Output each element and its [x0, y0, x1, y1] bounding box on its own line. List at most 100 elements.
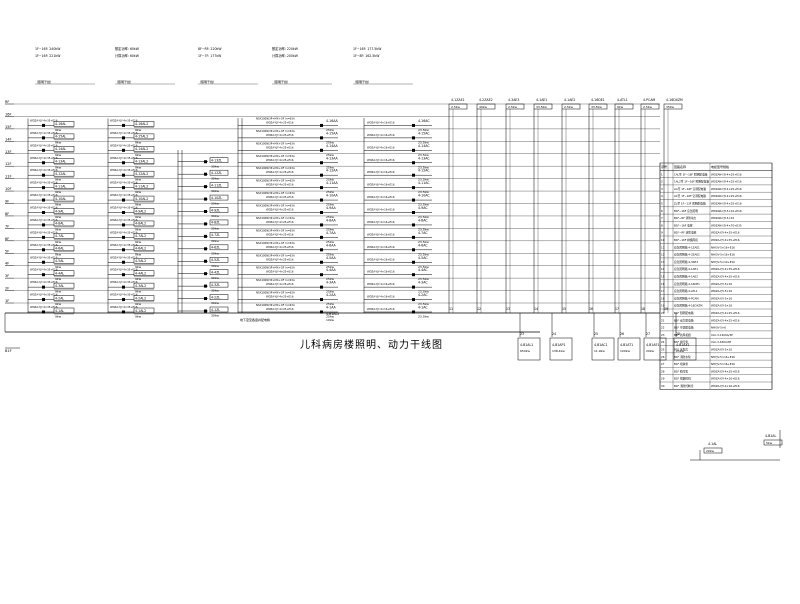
header-note: 1F~16F: 177.5kW — [353, 47, 382, 51]
col1-cable-label: WDZA-YJY-4×35+E16 — [30, 131, 58, 135]
col4-box-label: 4-11AA — [326, 181, 339, 185]
col5-cable-label: WDZA-YJY-4×16+E16 — [367, 133, 395, 137]
col5-cable-label: WDZA-YJY-4×16+E16 — [367, 170, 395, 174]
cable-table-cell: WDZA-YJY-5×16 — [711, 289, 732, 293]
col5-power-label: 23.5kw — [418, 140, 429, 144]
top-value-label: 2.5kw — [451, 105, 461, 109]
col3-breaker — [204, 259, 207, 263]
bottom-number: 23 — [520, 332, 524, 336]
top-box-label: 4-2ZAE2 — [479, 98, 493, 102]
col5-cable-label: WDZA-YJY-4×16+E16 — [367, 208, 395, 212]
col4-box-label: 4-10AA — [326, 194, 339, 198]
col1-cable-label: WDZA-YJY-4×35+E16 — [30, 280, 58, 284]
col5-breaker — [412, 273, 415, 277]
col1-power-label: 9kw — [55, 240, 62, 244]
header-note: 1F~8F: 162.5kW — [353, 54, 380, 58]
cable-table-cell: 14 — [661, 267, 665, 271]
col2-breaker — [122, 273, 125, 277]
cable-table-cell: 3 — [661, 187, 663, 191]
header-tag: （照明干线） — [115, 79, 133, 84]
col3-box — [209, 294, 229, 300]
col3-box — [209, 194, 229, 201]
col2-box — [133, 146, 155, 152]
col3-power-label: 30kw — [211, 189, 220, 193]
col5-breaker — [412, 136, 415, 140]
top-value-label: 2.5kw — [564, 105, 574, 109]
col2-breaker — [122, 298, 125, 302]
cable-table-cell: 13 — [661, 260, 665, 264]
cable-table-header: 序号 — [661, 164, 667, 169]
col2-power-label: 9kw — [135, 277, 142, 281]
cable-table-cell: 1AL2至 1F~16F 照明配电箱 — [674, 180, 709, 184]
top-value-label: 9kw — [617, 105, 624, 109]
col4-cable-label: WDZA-YJY-4×25+E16 — [266, 257, 294, 261]
cable-table-cell: 19 — [661, 304, 665, 308]
floor-label: 14F — [5, 137, 11, 141]
floor-label: 6F — [5, 237, 9, 241]
col2-box-label: 4-13AL2 — [135, 160, 148, 164]
cable-table-cell: WDZA-YJY-4×16+E16 — [711, 384, 740, 388]
col4-breaker — [320, 223, 323, 227]
bottom-panel — [591, 337, 615, 361]
col2-power-label: 9kw — [135, 190, 142, 194]
col4-box-label: 4-5AA — [326, 256, 336, 260]
col5-power-label: 23.5kw — [418, 265, 429, 269]
col3-power-label: 30kw — [211, 214, 220, 218]
cable-table-cell: B1F~RF 消防电梯 — [674, 231, 697, 235]
cable-table-cell: 1AL至 1F~16F 照明配电箱 — [674, 172, 708, 176]
floor-label: 4F — [5, 262, 9, 266]
col4-switch-label: NSX100N/3P+MX+OF In=63A — [256, 253, 295, 257]
col4-breaker — [320, 248, 323, 252]
header-note: 1F~16F: 240kW — [35, 47, 61, 51]
cable-table-cell: XLC-3-1200A/3P — [711, 333, 733, 337]
col1-breaker — [42, 235, 45, 239]
col1-power-label: 9kw — [55, 203, 62, 207]
col3-breaker — [204, 272, 207, 276]
col5-box-label: 4-3AC — [418, 281, 428, 285]
bottom-panel — [549, 337, 573, 361]
cable-table-cell: WDZAN-YJY-5×10 — [711, 216, 734, 220]
col5-breaker — [412, 260, 415, 264]
col4-power-label: 25kw — [326, 165, 335, 169]
cable-table-cell: WDZA-YJY-5×16 — [711, 282, 732, 286]
col5-box-label: 4-7AC — [418, 231, 428, 235]
col5-box-label: 4-12AC — [418, 169, 430, 173]
col4-power-label: 25kw — [326, 265, 335, 269]
col1-breaker — [42, 173, 45, 177]
col1-box-label: 4-13AL — [55, 160, 66, 164]
col4-breaker — [320, 173, 323, 177]
col4-cable-label: WDZA-YJY-4×25+E16 — [266, 270, 294, 274]
col4-switch-label: NSX100N/3P+MX+OF In=63A — [256, 166, 295, 170]
cable-table-header: 电缆型号规格 — [711, 164, 729, 169]
bottom-box-label: 4-B1AL1 — [520, 343, 533, 347]
top-box-label: 4-ATL1 — [617, 98, 628, 102]
col3-power-label: 30kw — [211, 251, 220, 255]
col1-breaker — [42, 248, 45, 252]
col2-power-label: 9kw — [135, 290, 142, 294]
col1-cable-label: WDZA-YJY-4×35+E16 — [30, 218, 58, 222]
col2-breaker — [122, 198, 125, 202]
col2-box-label: 4-9AL2 — [135, 209, 146, 213]
col4-breaker — [320, 298, 323, 302]
col1-breaker — [42, 285, 45, 289]
col4-box-label: 4-3AA — [326, 281, 336, 285]
col1-cable-label: WDZA-YJY-4×35+E16 — [30, 143, 58, 147]
col3-box — [209, 157, 229, 163]
col5-box-label: 4-11AC — [418, 181, 430, 185]
col4-power-label: 25kw — [326, 227, 335, 231]
col3-power-label: 30kw — [211, 202, 220, 206]
col5-box-label: 4-8AC — [418, 218, 428, 222]
header-note: 额定功率: 60kW — [115, 46, 140, 51]
col2-cable-label: WDZA-YJY-4×35+E16 — [110, 230, 138, 234]
col4-cable-label: WDZA-YJY-4×25+E16 — [266, 183, 294, 187]
col2-box — [133, 245, 155, 252]
col5-cable-label: WDZA-YJY-4×16+E16 — [367, 282, 395, 286]
cable-table-cell: WDZAN-YJY-4×25+E16 — [711, 187, 742, 191]
bottom-box-label: 4-B1AE1 — [646, 343, 660, 347]
col4-power-label: 25kw — [326, 190, 335, 194]
col1-box-label: 4-2AL — [55, 296, 64, 300]
floor-label: 11F — [5, 175, 11, 179]
col2-cable-label: WDZA-YJY-4×35+E16 — [110, 143, 138, 147]
col5-breaker — [412, 248, 415, 252]
col2-cable-label: WDZA-YJY-4×35+E16 — [110, 131, 138, 135]
